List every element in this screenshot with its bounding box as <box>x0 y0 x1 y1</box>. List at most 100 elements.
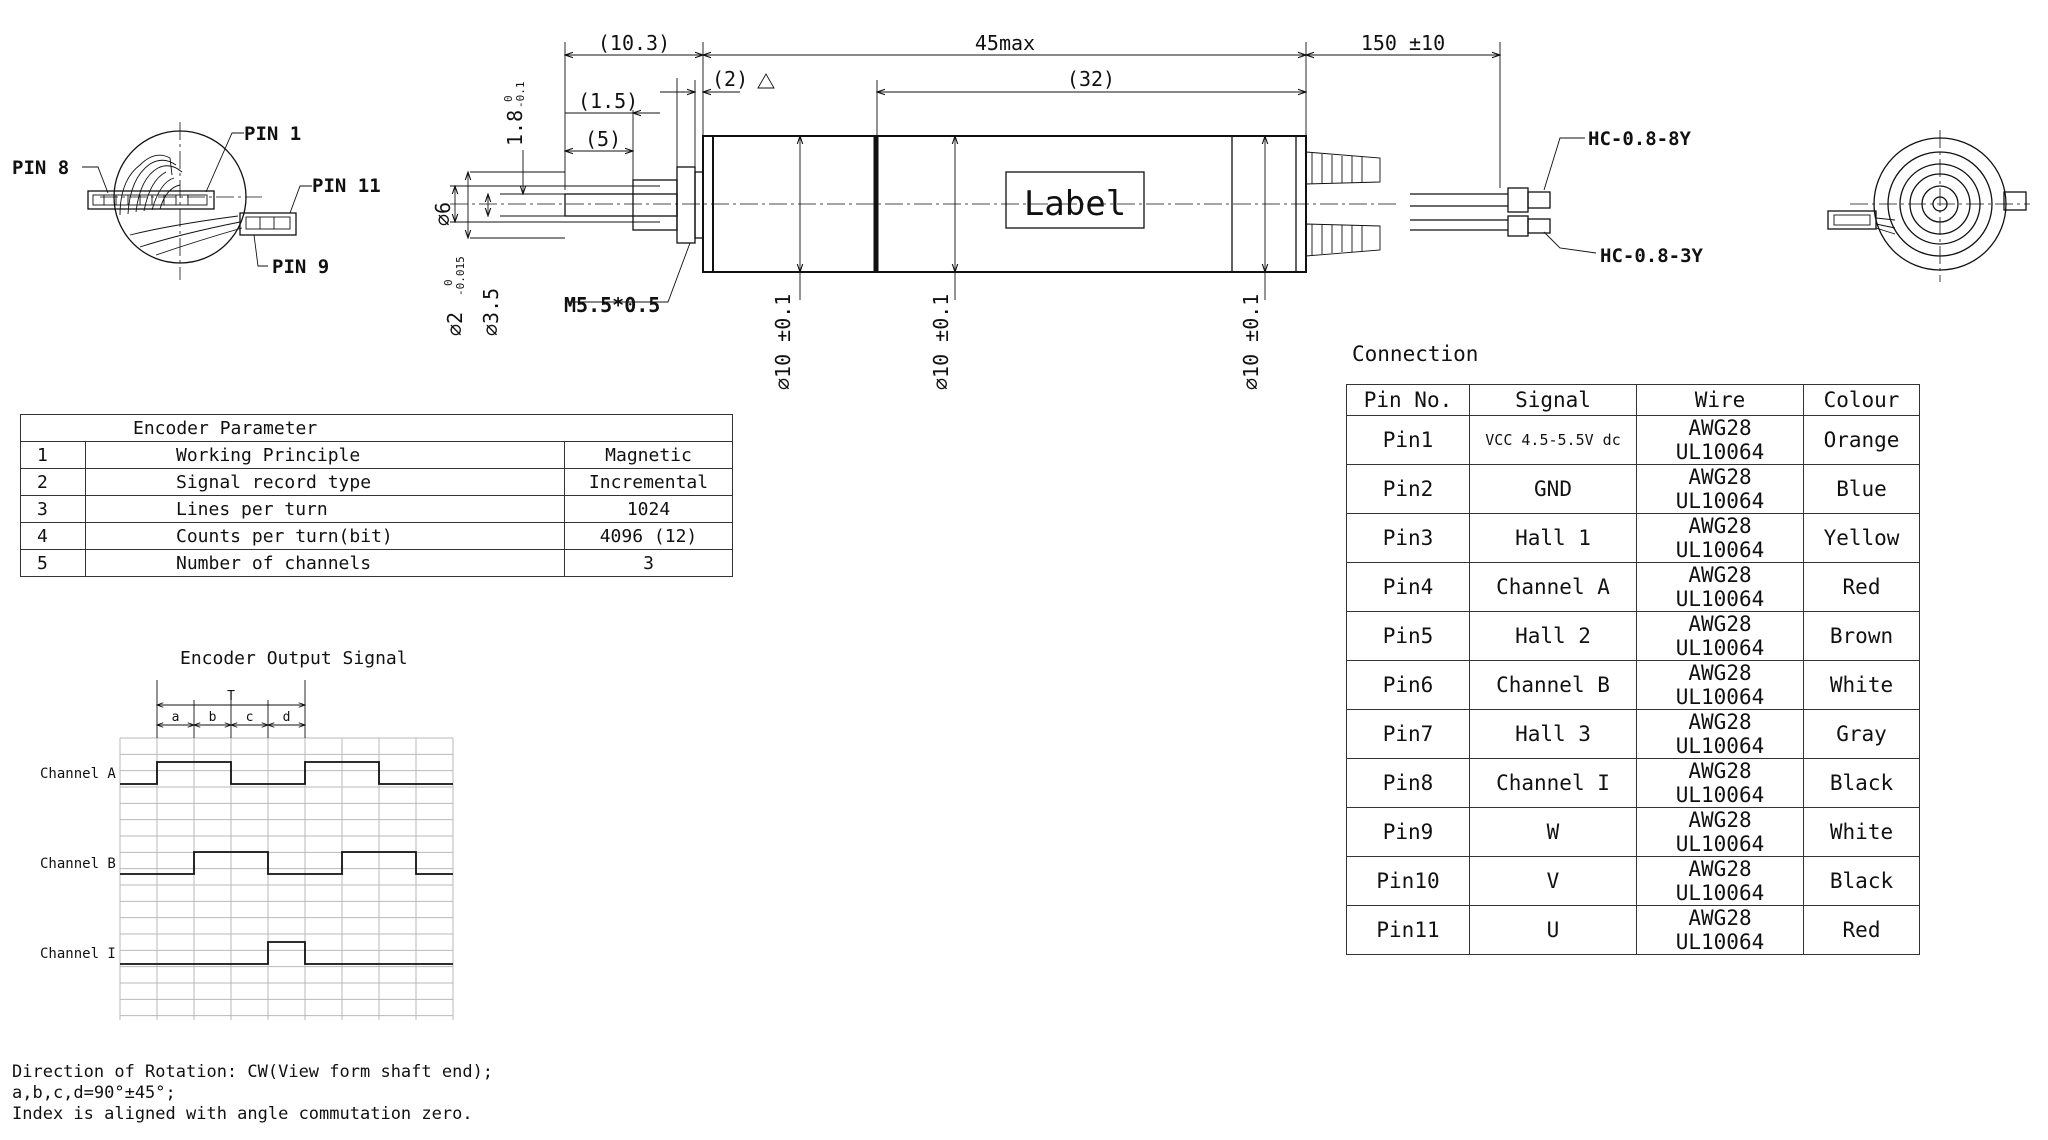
table-row: 1 Working Principle Magnetic <box>20 441 733 469</box>
channel-label: Channel I <box>40 946 116 962</box>
note-rotation: Direction of Rotation: CW(View form shaf… <box>12 1062 494 1082</box>
dim-phi10-c: ∅10 ±0.1 <box>1239 294 1263 390</box>
segment-label-a: a <box>172 710 180 725</box>
cell-signal: W <box>1469 807 1637 857</box>
side-view: Label HC-0.8-8Y HC-0.8-3Y <box>431 31 1704 390</box>
dim-1-5: (1.5) <box>578 89 638 113</box>
cell-pin: Pin3 <box>1346 513 1470 563</box>
dim-m5: M5.5*0.5 <box>564 293 660 317</box>
table-header-row: Pin No. Signal Wire Colour <box>1346 384 1920 416</box>
dim-45max: 45max <box>975 31 1035 55</box>
dim-phi2-upper: 0 <box>442 279 455 286</box>
pin9-label: PIN 9 <box>272 256 329 278</box>
output-signal-title: Encoder Output Signal <box>180 648 408 669</box>
end-view-connectors: PIN 8 PIN 1 PIN 11 PIN 9 <box>12 122 381 280</box>
cell-pin: Pin7 <box>1346 709 1470 759</box>
cell-colour: Brown <box>1803 611 1920 661</box>
connection-title: Connection <box>1352 342 1479 366</box>
row-name: Counts per turn(bit) <box>85 522 565 550</box>
cell-pin: Pin2 <box>1346 464 1470 514</box>
dim-5: (5) <box>585 127 621 151</box>
cell-signal: Hall 3 <box>1469 709 1637 759</box>
connector-bottom-label: HC-0.8-3Y <box>1600 245 1704 267</box>
cell-pin: Pin4 <box>1346 562 1470 612</box>
table-row: Pin5 Hall 2 AWG28 UL10064 Brown <box>1346 611 1920 661</box>
cell-wire: AWG28 UL10064 <box>1636 709 1804 759</box>
header-signal: Signal <box>1469 384 1637 416</box>
table-row: Pin2 GND AWG28 UL10064 Blue <box>1346 464 1920 514</box>
segment-label-c: c <box>246 710 254 725</box>
cell-pin: Pin5 <box>1346 611 1470 661</box>
cell-colour: Black <box>1803 856 1920 906</box>
header-wire: Wire <box>1636 384 1804 416</box>
cell-colour: Red <box>1803 905 1920 955</box>
table-row: Pin7 Hall 3 AWG28 UL10064 Gray <box>1346 709 1920 759</box>
cell-colour: Yellow <box>1803 513 1920 563</box>
cell-wire: AWG28 UL10064 <box>1636 464 1804 514</box>
cell-wire: AWG28 UL10064 <box>1636 660 1804 710</box>
cell-wire: AWG28 UL10064 <box>1636 562 1804 612</box>
dim-phi6: ∅6 <box>431 202 455 226</box>
row-name: Signal record type <box>85 468 565 496</box>
row-no: 5 <box>20 549 86 577</box>
dim-1-8: 1.8 <box>503 110 527 146</box>
signal-grid <box>119 737 454 1020</box>
table-row: Pin1 VCC 4.5-5.5V dc AWG28 UL10064 Orang… <box>1346 415 1920 465</box>
end-view-shaft <box>1827 130 2030 282</box>
waveform-1 <box>120 851 453 875</box>
pin8-label: PIN 8 <box>12 157 69 179</box>
table-row: Pin8 Channel I AWG28 UL10064 Black <box>1346 758 1920 808</box>
cell-colour: Gray <box>1803 709 1920 759</box>
dim-phi2-lower: -0.015 <box>454 256 467 296</box>
connection-table: Pin No. Signal Wire Colour Pin1 VCC 4.5-… <box>1346 384 1920 955</box>
dim-phi10-a: ∅10 ±0.1 <box>771 294 795 390</box>
row-no: 4 <box>20 522 86 550</box>
table-row: 5 Number of channels 3 <box>20 549 733 577</box>
connector-top-label: HC-0.8-8Y <box>1588 128 1692 150</box>
row-no: 2 <box>20 468 86 496</box>
row-value: 3 <box>564 549 733 577</box>
row-value: Incremental <box>564 468 733 496</box>
table-row: 3 Lines per turn 1024 <box>20 495 733 523</box>
pin11-label: PIN 11 <box>312 175 381 197</box>
row-value: Magnetic <box>564 441 733 469</box>
cell-signal: Hall 2 <box>1469 611 1637 661</box>
cell-wire: AWG28 UL10064 <box>1636 415 1804 465</box>
mechanical-drawing: PIN 8 PIN 1 PIN 11 PIN 9 Label <box>12 31 2030 390</box>
dim-phi2: ∅2 <box>443 312 467 336</box>
cell-wire: AWG28 UL10064 <box>1636 807 1804 857</box>
cell-signal: Channel I <box>1469 758 1637 808</box>
row-name: Working Principle <box>85 441 565 469</box>
waveform-2 <box>120 941 453 965</box>
dim-150: 150 ±10 <box>1361 31 1445 55</box>
encoder-parameter-table: Encoder Parameter 1 Working Principle Ma… <box>20 414 733 577</box>
row-name: Number of channels <box>85 549 565 577</box>
cell-signal: Channel B <box>1469 660 1637 710</box>
dim-32: (32) <box>1067 67 1115 91</box>
row-value: 1024 <box>564 495 733 523</box>
channel-label: Channel B <box>40 856 116 872</box>
dim-phi10-b: ∅10 ±0.1 <box>929 294 953 390</box>
cell-pin: Pin11 <box>1346 905 1470 955</box>
dim-phi3-5: ∅3.5 <box>479 288 503 336</box>
cell-pin: Pin9 <box>1346 807 1470 857</box>
segment-label-b: b <box>209 710 217 725</box>
row-value: 4096 (12) <box>564 522 733 550</box>
cell-signal: VCC 4.5-5.5V dc <box>1469 415 1637 465</box>
table-row: Pin10 V AWG28 UL10064 Black <box>1346 856 1920 906</box>
dim-1-8-lower: -0.1 <box>514 82 527 109</box>
table-row: Pin3 Hall 1 AWG28 UL10064 Yellow <box>1346 513 1920 563</box>
cell-wire: AWG28 UL10064 <box>1636 758 1804 808</box>
cell-colour: Orange <box>1803 415 1920 465</box>
dim-10-3: (10.3) <box>598 31 670 55</box>
row-no: 1 <box>20 441 86 469</box>
table-row: Pin11 U AWG28 UL10064 Red <box>1346 905 1920 955</box>
cell-signal: V <box>1469 856 1637 906</box>
label-box-text: Label <box>1024 184 1126 224</box>
cell-signal: GND <box>1469 464 1637 514</box>
table-row: 2 Signal record type Incremental <box>20 468 733 496</box>
cell-signal: U <box>1469 905 1637 955</box>
encoder-parameter-title: Encoder Parameter <box>20 414 733 442</box>
cell-colour: White <box>1803 660 1920 710</box>
